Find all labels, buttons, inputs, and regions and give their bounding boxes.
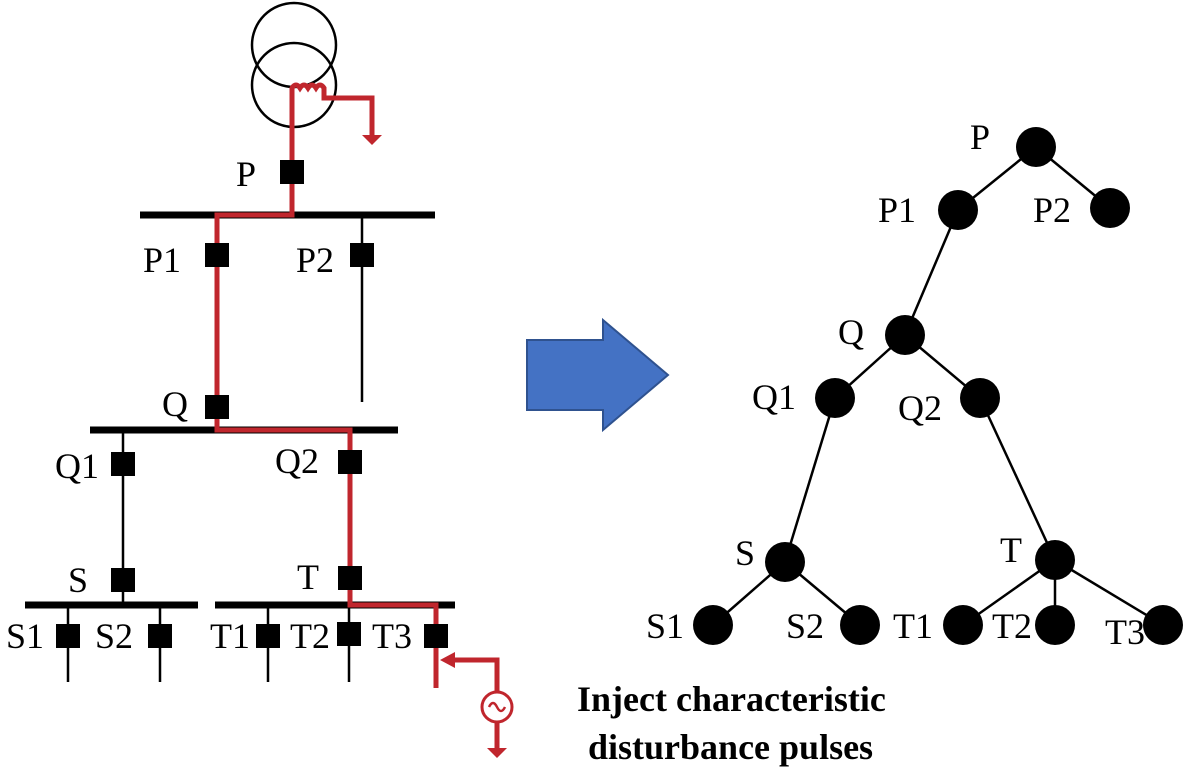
breaker-p2 bbox=[350, 243, 374, 267]
tree-label-t2: T2 bbox=[992, 606, 1032, 646]
tree-label-q2: Q2 bbox=[898, 388, 942, 428]
single-line-diagram: P P1 P2 Q Q1 Q2 S T S1 S2 T1 T2 T3 Injec… bbox=[6, 1, 886, 767]
tree-node-s2 bbox=[840, 605, 880, 645]
label-breaker-t: T bbox=[297, 557, 319, 597]
breaker-q bbox=[205, 395, 229, 419]
breaker-t2 bbox=[337, 622, 361, 646]
tree-node-t3 bbox=[1143, 605, 1183, 645]
breaker-q2 bbox=[338, 450, 362, 474]
label-breaker-s1: S1 bbox=[6, 616, 44, 656]
label-breaker-s2: S2 bbox=[95, 616, 133, 656]
tree-node-t1 bbox=[943, 605, 983, 645]
injection-source bbox=[440, 652, 514, 758]
breaker-s2 bbox=[148, 624, 172, 648]
breaker-t1 bbox=[256, 624, 280, 648]
tree-node-p bbox=[1016, 127, 1056, 167]
tree-label-t: T bbox=[1000, 530, 1022, 570]
tree-node-p1 bbox=[938, 190, 978, 230]
tree-label-s: S bbox=[735, 533, 755, 573]
tree-node-s bbox=[765, 542, 805, 582]
tree-label-t1: T1 bbox=[893, 606, 933, 646]
label-breaker-p: P bbox=[236, 154, 256, 194]
tree-node-t2 bbox=[1035, 605, 1075, 645]
transform-arrow bbox=[526, 317, 670, 433]
tree-diagram: P P1 P2 Q Q1 Q2 S T S1 S2 T1 T2 T3 bbox=[646, 117, 1183, 652]
label-breaker-p1: P1 bbox=[143, 240, 181, 280]
tree-label-p: P bbox=[970, 117, 990, 157]
injection-path bbox=[214, 98, 439, 688]
label-breaker-s: S bbox=[68, 560, 88, 600]
breaker-s bbox=[111, 568, 135, 592]
breaker-p1 bbox=[205, 243, 229, 267]
label-breaker-q1: Q1 bbox=[55, 446, 99, 486]
tree-node-s1 bbox=[693, 605, 733, 645]
label-breaker-t1: T1 bbox=[210, 616, 250, 656]
tree-label-t3: T3 bbox=[1105, 612, 1145, 652]
tree-label-s1: S1 bbox=[646, 606, 684, 646]
breaker-p bbox=[280, 160, 304, 184]
tree-label-q1: Q1 bbox=[752, 377, 796, 417]
label-breaker-p2: P2 bbox=[296, 240, 334, 280]
tree-label-q: Q bbox=[838, 312, 864, 352]
caption-line-2: disturbance pulses bbox=[588, 727, 873, 767]
tree-label-s2: S2 bbox=[786, 606, 824, 646]
breaker-t bbox=[338, 566, 362, 590]
neutral-ground-icon bbox=[289, 82, 382, 145]
tree-label-p1: P1 bbox=[878, 190, 916, 230]
tree-node-q1 bbox=[815, 378, 855, 418]
breaker-t3 bbox=[424, 624, 448, 648]
tree-node-q2 bbox=[960, 378, 1000, 418]
breaker-q1 bbox=[111, 452, 135, 476]
caption-line-1: Inject characteristic bbox=[577, 679, 886, 719]
label-breaker-t2: T2 bbox=[290, 616, 330, 656]
label-breaker-t3: T3 bbox=[372, 616, 412, 656]
label-breaker-q2: Q2 bbox=[275, 441, 319, 481]
breaker-s1 bbox=[56, 624, 80, 648]
tree-node-t bbox=[1035, 540, 1075, 580]
tree-node-q bbox=[885, 315, 925, 355]
tree-node-p2 bbox=[1090, 188, 1130, 228]
tree-label-p2: P2 bbox=[1033, 190, 1071, 230]
label-breaker-q: Q bbox=[162, 384, 188, 424]
